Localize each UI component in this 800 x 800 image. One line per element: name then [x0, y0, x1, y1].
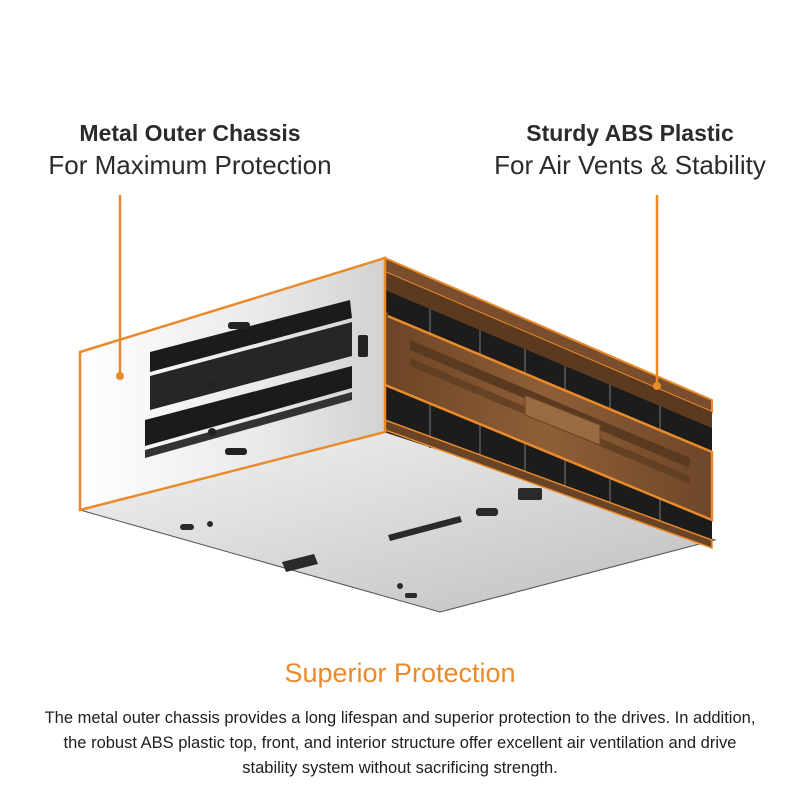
bottom-panel-details: [180, 488, 542, 598]
callout-abs-plastic: Sturdy ABS Plastic For Air Vents & Stabi…: [470, 118, 790, 182]
leader-dot-left: [116, 372, 124, 380]
section-title: Superior Protection: [284, 658, 516, 688]
callout-leader-lines: [118, 195, 659, 386]
callout-abs-title: Sturdy ABS Plastic: [526, 120, 734, 146]
callout-metal-chassis: Metal Outer Chassis For Maximum Protecti…: [30, 118, 350, 182]
section-description: The metal outer chassis provides a long …: [44, 709, 756, 777]
callout-metal-title: Metal Outer Chassis: [79, 120, 301, 146]
side-drive-slots: [145, 300, 352, 458]
side-screw-holes: [208, 322, 368, 455]
abs-logo-plate: [524, 394, 601, 446]
abs-upper-band: [385, 272, 712, 428]
leader-dot-right: [653, 382, 661, 390]
chassis-edge-highlight: [79, 431, 386, 511]
callout-metal-subtitle: For Maximum Protection: [48, 150, 332, 180]
callout-abs-subtitle: For Air Vents & Stability: [494, 150, 766, 180]
drive-enclosure-illustration: [78, 195, 717, 613]
